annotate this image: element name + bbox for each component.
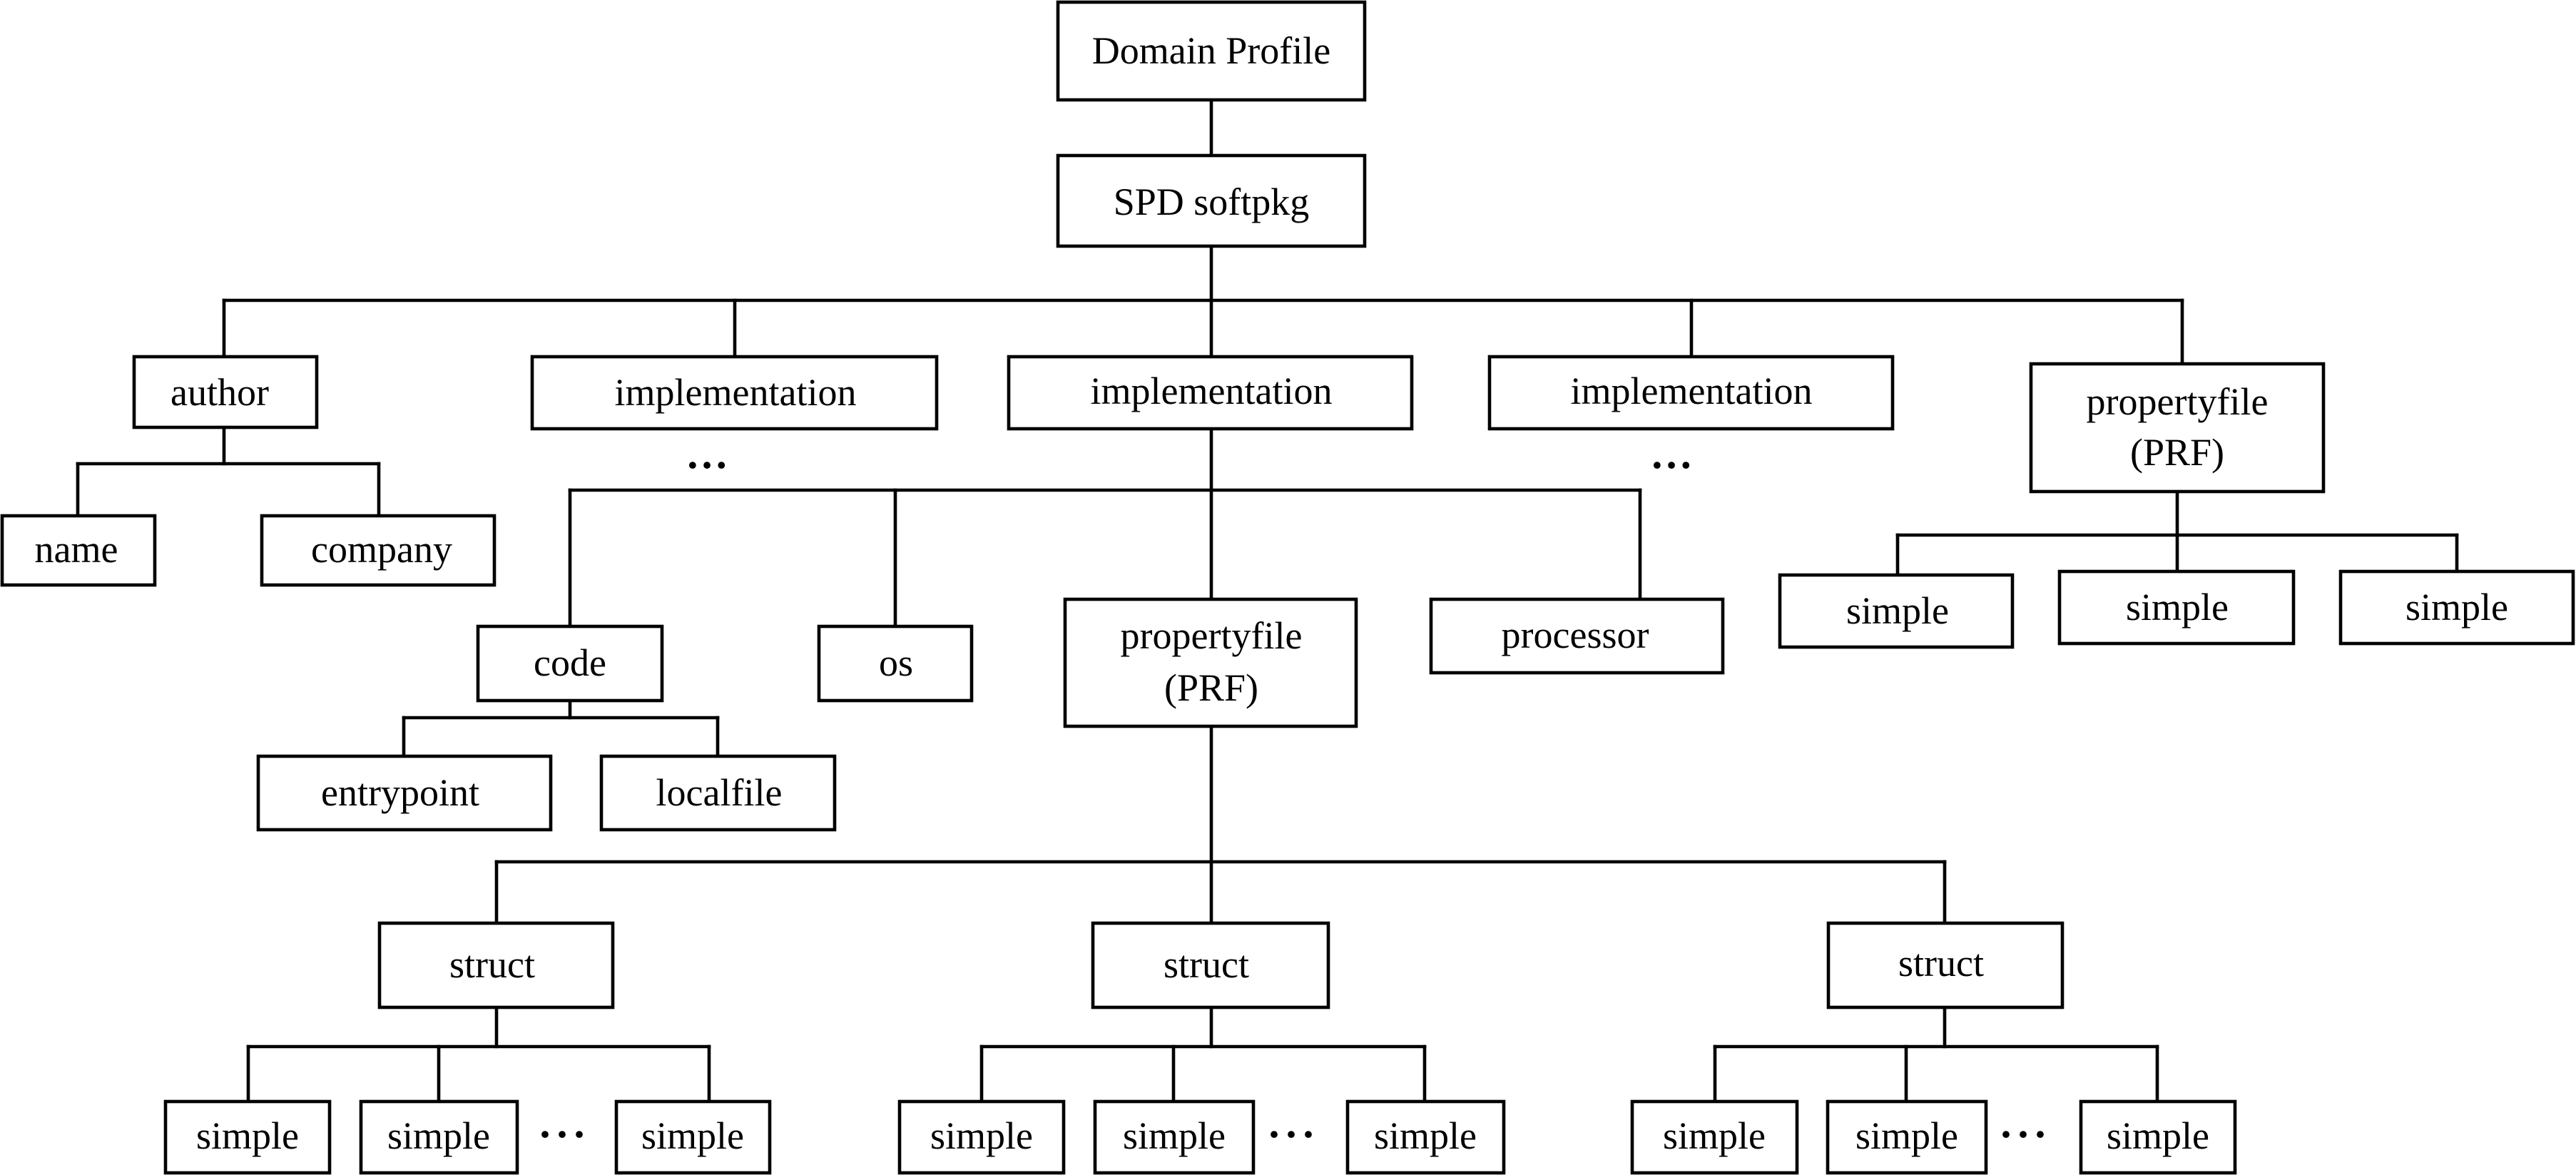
node-simple-b1: simple [897,1099,1066,1175]
node-label-line1: propertyfile [1121,614,1303,657]
node-label: simple [2107,1114,2209,1157]
ellipsis-implementation-left: … [686,430,731,477]
node-label: author [170,371,269,414]
node-box [1007,355,1414,431]
node-label: implementation [615,371,857,414]
node-simple-c2: simple [1826,1099,1988,1175]
node-label: struct [1164,943,1249,986]
node-label: struct [1898,942,1984,985]
node-label: simple [2126,586,2229,629]
node-simple-a1: simple [163,1099,332,1175]
node-box [2338,569,2575,646]
node-propertyfile-right: propertyfile (PRF) [2029,362,2326,494]
node-implementation-right: implementation [1487,355,1895,431]
node-label: simple [641,1114,744,1157]
node-label-line2: (PRF) [1164,666,1258,709]
node-box [530,355,939,431]
node-label: simple [196,1114,299,1157]
node-code: code [476,624,664,703]
node-box [0,514,157,587]
node-box [2029,362,2326,494]
node-label: simple [1374,1114,1477,1157]
node-label: code [534,641,606,684]
node-label: simple [1846,589,1949,632]
node-box [1429,597,1725,675]
node-label: SPD softpkg [1114,180,1310,223]
node-box [1778,573,2015,649]
node-label: implementation [1571,370,1813,412]
node-implementation-left: implementation [530,355,939,431]
node-box [1345,1099,1506,1175]
node-label: company [311,528,452,571]
node-simple-right-3: simple [2338,569,2575,646]
node-label-line1: propertyfile [2087,380,2269,423]
node-label: struct [449,943,535,986]
ellipsis-struct-left: ··· [538,1111,589,1158]
ellipsis-struct-right: ··· [1999,1111,2050,1158]
node-label: simple [1855,1114,1958,1157]
node-box [476,624,664,703]
node-box [2079,1099,2237,1175]
node-box [1091,921,1330,1009]
node-label: simple [930,1114,1033,1157]
node-label: implementation [1091,370,1333,412]
node-domain-profile: Domain Profile [1056,0,1367,102]
ellipsis-implementation-right: … [1650,430,1696,477]
node-box [1093,1099,1256,1175]
node-name: name [0,514,157,587]
node-label: os [879,641,913,684]
node-box [614,1099,772,1175]
node-simple-c3: simple [2079,1099,2237,1175]
node-label: simple [2406,586,2508,629]
node-struct-center: struct [1091,921,1330,1009]
node-box [1630,1099,1799,1175]
node-simple-b2: simple [1093,1099,1256,1175]
node-label-line2: (PRF) [2130,431,2224,474]
node-box [897,1099,1066,1175]
node-box [359,1099,519,1175]
node-author: author [132,355,319,429]
node-box [1063,597,1358,728]
connectors [76,98,2459,1104]
node-simple-c1: simple [1630,1099,1799,1175]
node-struct-left: struct [377,921,615,1009]
node-label: name [35,528,118,571]
node-simple-right-1: simple [1778,573,2015,649]
node-label: localfile [656,771,783,814]
node-label: simple [1123,1114,1226,1157]
node-label: simple [387,1114,490,1157]
node-struct-right: struct [1826,921,2065,1009]
node-box [1487,355,1895,431]
node-box [163,1099,332,1175]
node-simple-a3: simple [614,1099,772,1175]
node-label: simple [1663,1114,1766,1157]
node-spd-softpkg: SPD softpkg [1056,153,1367,248]
node-company: company [260,514,497,587]
node-box [1826,1099,1988,1175]
ellipsis-struct-center: ··· [1267,1111,1318,1158]
node-box [817,624,974,703]
node-simple-right-2: simple [2057,569,2296,646]
node-implementation-center: implementation [1007,355,1414,431]
node-box [1056,0,1367,102]
node-label: Domain Profile [1092,29,1330,72]
node-simple-b3: simple [1345,1099,1506,1175]
node-processor: processor [1429,597,1725,675]
node-propertyfile-center: propertyfile (PRF) [1063,597,1358,728]
node-box [1826,921,2065,1009]
node-box [132,355,319,429]
node-entrypoint: entrypoint [256,754,553,832]
node-box [2057,569,2296,646]
node-simple-a2: simple [359,1099,519,1175]
node-box [599,754,837,832]
node-box [377,921,615,1009]
node-localfile: localfile [599,754,837,832]
node-box [260,514,497,587]
node-os: os [817,624,974,703]
node-label: entrypoint [321,771,479,814]
node-box [256,754,553,832]
node-label: processor [1502,614,1649,656]
node-box [1056,153,1367,248]
